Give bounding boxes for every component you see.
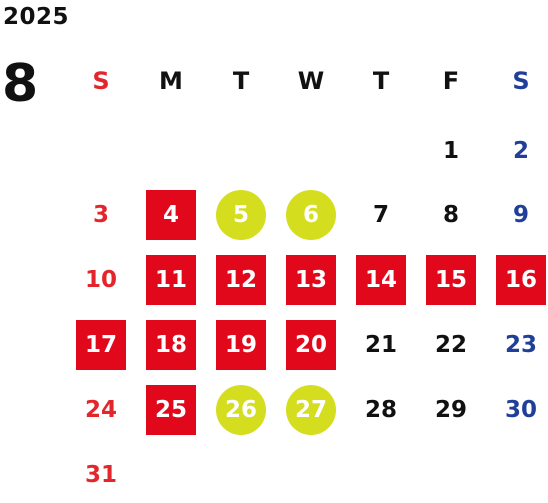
day-cell-21[interactable]: 21 <box>364 332 397 358</box>
weekday-thu-header: T <box>372 67 390 95</box>
day-cell-4[interactable]: 4 <box>146 190 196 240</box>
day-cell-6[interactable]: 6 <box>286 190 336 240</box>
day-cell-16[interactable]: 16 <box>496 255 546 305</box>
day-cell-22[interactable]: 22 <box>434 332 467 358</box>
day-cell-26[interactable]: 26 <box>216 385 266 435</box>
day-cell-10[interactable]: 10 <box>84 267 117 293</box>
weekday-mon-header: M <box>159 67 183 95</box>
day-cell-9[interactable]: 9 <box>512 202 529 228</box>
day-cell-23[interactable]: 23 <box>504 332 537 358</box>
day-cell-28[interactable]: 28 <box>364 397 397 423</box>
weekday-sat-header: S <box>512 67 530 95</box>
day-cell-7[interactable]: 7 <box>372 202 389 228</box>
day-cell-11[interactable]: 11 <box>146 255 196 305</box>
day-cell-20[interactable]: 20 <box>286 320 336 370</box>
day-cell-27[interactable]: 27 <box>286 385 336 435</box>
day-cell-1[interactable]: 1 <box>442 138 459 164</box>
day-cell-8[interactable]: 8 <box>442 202 459 228</box>
day-cell-17[interactable]: 17 <box>76 320 126 370</box>
day-cell-19[interactable]: 19 <box>216 320 266 370</box>
weekday-fri-header: F <box>442 67 460 95</box>
day-cell-2[interactable]: 2 <box>512 138 529 164</box>
day-cell-14[interactable]: 14 <box>356 255 406 305</box>
day-cell-30[interactable]: 30 <box>504 397 537 423</box>
day-cell-18[interactable]: 18 <box>146 320 196 370</box>
day-cell-15[interactable]: 15 <box>426 255 476 305</box>
day-cell-31[interactable]: 31 <box>84 462 117 488</box>
weekday-tue-header: T <box>232 67 250 95</box>
day-cell-5[interactable]: 5 <box>216 190 266 240</box>
day-cell-29[interactable]: 29 <box>434 397 467 423</box>
day-cell-12[interactable]: 12 <box>216 255 266 305</box>
month-number: 8 <box>2 54 39 114</box>
day-cell-13[interactable]: 13 <box>286 255 336 305</box>
day-cell-3[interactable]: 3 <box>92 202 109 228</box>
day-cell-25[interactable]: 25 <box>146 385 196 435</box>
year-label: 2025 <box>3 4 70 30</box>
weekday-sun-header: S <box>92 67 110 95</box>
weekday-wed-header: W <box>297 67 325 95</box>
day-cell-24[interactable]: 24 <box>84 397 117 423</box>
